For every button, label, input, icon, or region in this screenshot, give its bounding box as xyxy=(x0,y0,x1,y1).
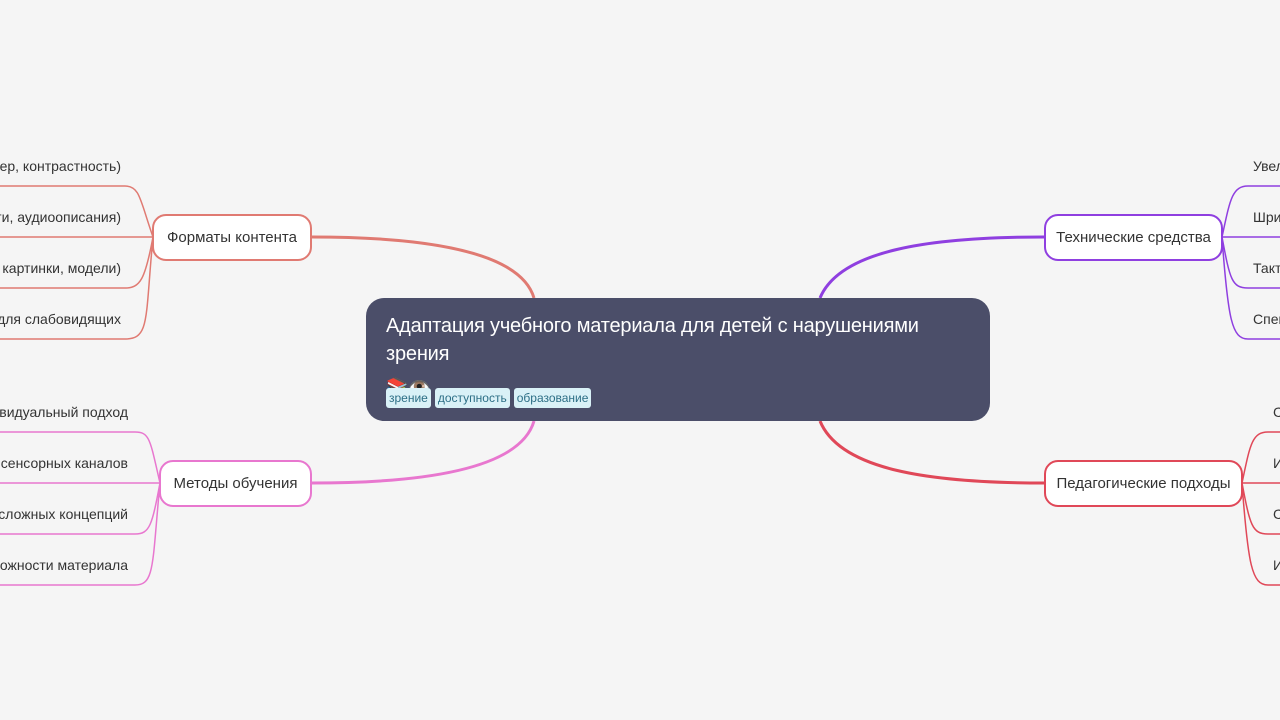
branch-teaching-methods[interactable]: Методы обучения xyxy=(159,460,312,507)
link-root-formats xyxy=(311,235,536,299)
link-pedagogy-leaf-3 xyxy=(1241,482,1280,535)
link-methods-leaf-1 xyxy=(0,431,161,484)
leaf-pedagogy-1[interactable]: С xyxy=(1273,404,1280,420)
link-formats-leaf-4 xyxy=(0,236,154,340)
link-root-methods xyxy=(311,420,536,485)
link-methods-leaf-4 xyxy=(0,482,161,586)
link-formats-leaf-1 xyxy=(0,185,154,238)
link-methods-leaf-3 xyxy=(0,482,161,535)
link-formats-leaf-3 xyxy=(0,236,154,289)
link-pedagogy-leaf-1 xyxy=(1241,431,1280,484)
leaf-formats-2[interactable]: ги, аудиоописания) xyxy=(0,209,121,225)
leaf-tech-2[interactable]: Шри xyxy=(1253,209,1280,225)
leaf-methods-3[interactable]: сложных концепций xyxy=(0,506,128,522)
tag-education[interactable]: образование xyxy=(513,388,592,408)
link-tech-leaf-1 xyxy=(1221,185,1280,238)
tag-list: зрение доступность образование xyxy=(386,388,592,408)
link-tech-leaf-4 xyxy=(1221,236,1280,340)
tag-accessibility[interactable]: доступность xyxy=(434,388,510,408)
link-root-tech xyxy=(818,235,1045,299)
leaf-formats-1[interactable]: ер, контрастность) xyxy=(0,158,121,174)
branch-pedagogical-approaches[interactable]: Педагогические подходы xyxy=(1044,460,1243,507)
link-pedagogy-leaf-4 xyxy=(1241,482,1280,586)
link-root-pedagogy xyxy=(818,420,1045,485)
leaf-tech-4[interactable]: Спец xyxy=(1253,311,1280,327)
root-topic[interactable]: Адаптация учебного материала для детей с… xyxy=(366,298,990,421)
leaf-pedagogy-4[interactable]: И xyxy=(1273,557,1280,573)
branch-content-formats[interactable]: Форматы контента xyxy=(152,214,312,261)
leaf-formats-4[interactable]: для слабовидящих xyxy=(0,311,121,327)
root-title: Адаптация учебного материала для детей с… xyxy=(386,315,919,365)
leaf-tech-1[interactable]: Увел xyxy=(1253,158,1280,174)
leaf-pedagogy-2[interactable]: И xyxy=(1273,455,1280,471)
leaf-tech-3[interactable]: Такт xyxy=(1253,260,1280,276)
leaf-pedagogy-3[interactable]: С xyxy=(1273,506,1280,522)
leaf-methods-1[interactable]: видуальный подход xyxy=(0,404,128,420)
leaf-formats-3[interactable]: картинки, модели) xyxy=(2,260,121,276)
leaf-methods-2[interactable]: х сенсорных каналов xyxy=(0,455,128,471)
link-tech-leaf-3 xyxy=(1221,236,1280,289)
leaf-methods-4[interactable]: ложности материала xyxy=(0,557,128,573)
branch-technical-tools[interactable]: Технические средства xyxy=(1044,214,1223,261)
tag-vision[interactable]: зрение xyxy=(386,388,431,408)
